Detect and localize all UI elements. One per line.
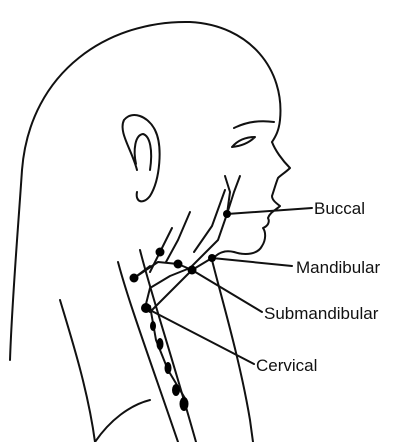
back-neck [60,300,95,442]
cervical-node [172,384,180,396]
cervical-node [157,338,164,350]
cervical-node [141,303,151,313]
front-neck [212,260,253,442]
submandibular-leader [192,270,262,312]
label-submandibular: Submandibular [264,304,379,323]
shoulder-line [95,400,150,442]
submandibular-node [156,248,165,257]
lymph-vessel [166,212,190,262]
label-buccal: Buccal [314,199,365,218]
face-profile [212,142,290,260]
lymph-vessel [194,190,225,252]
eyebrow [234,121,274,128]
ear-inner [135,134,151,170]
submandibular-node [174,260,183,269]
buccal-node [223,210,231,218]
eye [232,137,255,147]
cervical-node [165,362,172,374]
mandibular-leader [212,258,292,266]
submandibular-node [188,266,197,275]
buccal-leader [227,208,312,214]
cervical-node [180,397,189,411]
cervical-node [150,321,156,331]
cervical-node [130,274,139,283]
ear-outer [123,115,160,201]
lymph-vessel [145,176,230,308]
label-cervical: Cervical [256,356,317,375]
label-mandibular: Mandibular [296,258,380,277]
mandibular-node [208,254,216,262]
